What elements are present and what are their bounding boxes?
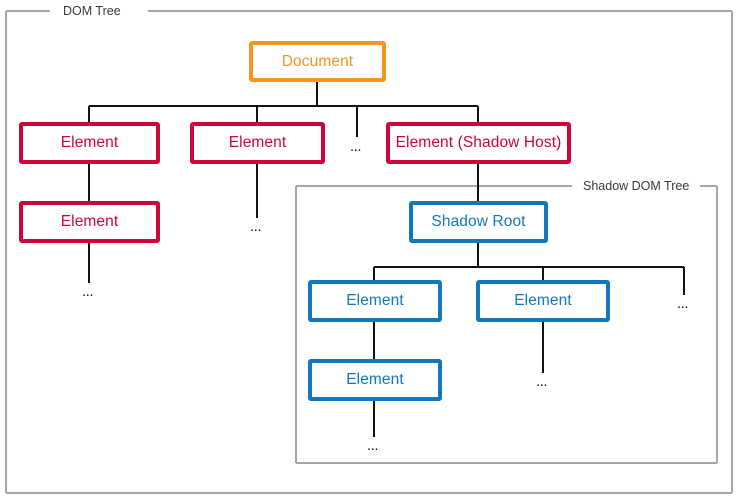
ellipsis-shadow-root-child: ... <box>677 295 689 312</box>
node-shadow-element-1[interactable]: Element <box>308 280 442 322</box>
node-shadow-host-label: Element (Shadow Host) <box>395 134 562 152</box>
ellipsis-shadow-element-2-child: ... <box>536 373 548 390</box>
node-document-label: Document <box>281 52 354 70</box>
node-dom-element-1-1-label: Element <box>60 213 119 231</box>
node-shadow-element-1-1[interactable]: Element <box>308 359 442 401</box>
ellipsis-shadow-element-1-1-child: ... <box>367 437 379 454</box>
node-dom-element-2-label: Element <box>228 134 287 152</box>
node-shadow-root-label: Shadow Root <box>431 213 526 231</box>
node-dom-element-1-1[interactable]: Element <box>19 201 160 243</box>
node-shadow-host[interactable]: Element (Shadow Host) <box>386 122 571 164</box>
node-shadow-element-2-label: Element <box>514 292 572 310</box>
node-shadow-element-2[interactable]: Element <box>476 280 610 322</box>
node-dom-element-1-label: Element <box>60 134 119 152</box>
node-shadow-element-1-1-label: Element <box>346 371 404 389</box>
node-shadow-root[interactable]: Shadow Root <box>409 201 548 243</box>
ellipsis-dom-element-1-1-child: ... <box>82 283 94 300</box>
frame-label-dom-tree: DOM Tree <box>58 5 126 18</box>
ellipsis-document-child: ... <box>350 138 362 155</box>
node-dom-element-1[interactable]: Element <box>19 122 160 164</box>
ellipsis-dom-element-2-child: ... <box>250 218 262 235</box>
node-shadow-element-1-label: Element <box>346 292 404 310</box>
node-document[interactable]: Document <box>249 41 386 82</box>
frame-label-shadow-dom-tree: Shadow DOM Tree <box>578 180 695 193</box>
node-dom-element-2[interactable]: Element <box>190 122 325 164</box>
